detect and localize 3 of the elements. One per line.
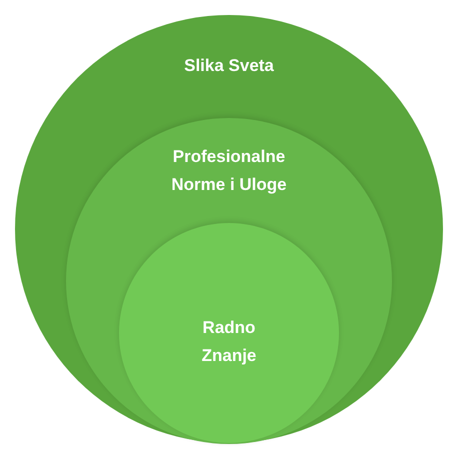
circle-label: Radno Znanje: [200, 317, 258, 367]
circle-label: Profesionalne Norme i Uloge: [170, 146, 288, 196]
circle-label: Slika Sveta: [184, 55, 274, 77]
